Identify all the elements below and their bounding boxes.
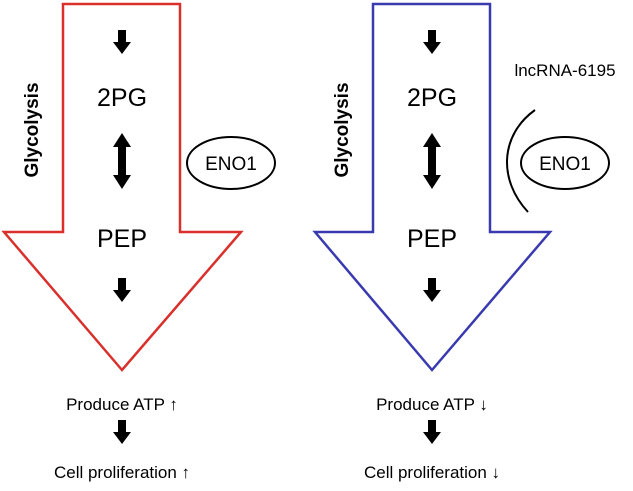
left-pathway-label: Glycolysis	[22, 82, 43, 177]
right-outcome-atp: Produce ATP ↓	[376, 395, 488, 414]
down-arrow-icon	[113, 420, 131, 444]
right-regulator-label: lncRNA-6195	[514, 61, 615, 80]
right-big-arrow-outline	[312, 2, 553, 372]
left-metabolite-pep: PEP	[97, 225, 147, 253]
down-arrow-icon	[423, 420, 441, 444]
left-outcome-atp: Produce ATP ↑	[66, 395, 178, 414]
right-metabolite-2pg: 2PG	[407, 84, 457, 112]
left-enzyme-label: ENO1	[205, 154, 257, 175]
left-outcome-proliferation: Cell proliferation ↑	[54, 463, 190, 482]
left-metabolite-2pg: 2PG	[97, 84, 147, 112]
right-enzyme-oval	[520, 136, 610, 190]
right-metabolite-pep: PEP	[407, 225, 457, 253]
down-arrow-icon	[113, 278, 131, 302]
right-enzyme-label: ENO1	[539, 154, 591, 175]
right-outcome-proliferation: Cell proliferation ↓	[364, 463, 500, 482]
down-arrow-icon	[423, 278, 441, 302]
right-panel: 2PG PEP Glycolysis lncRNA-6195 ENO1 Prod…	[312, 2, 616, 482]
left-enzyme-oval	[186, 136, 276, 190]
right-pathway-label: Glycolysis	[332, 82, 353, 177]
rna-strand-icon	[506, 109, 536, 213]
left-big-arrow-outline	[1, 2, 244, 372]
double-arrow-icon	[113, 133, 131, 189]
double-arrow-icon	[423, 133, 441, 189]
down-arrow-icon	[423, 30, 441, 54]
down-arrow-icon	[113, 30, 131, 54]
left-panel: 2PG PEP Glycolysis ENO1 Produce ATP ↑ Ce…	[1, 2, 276, 482]
